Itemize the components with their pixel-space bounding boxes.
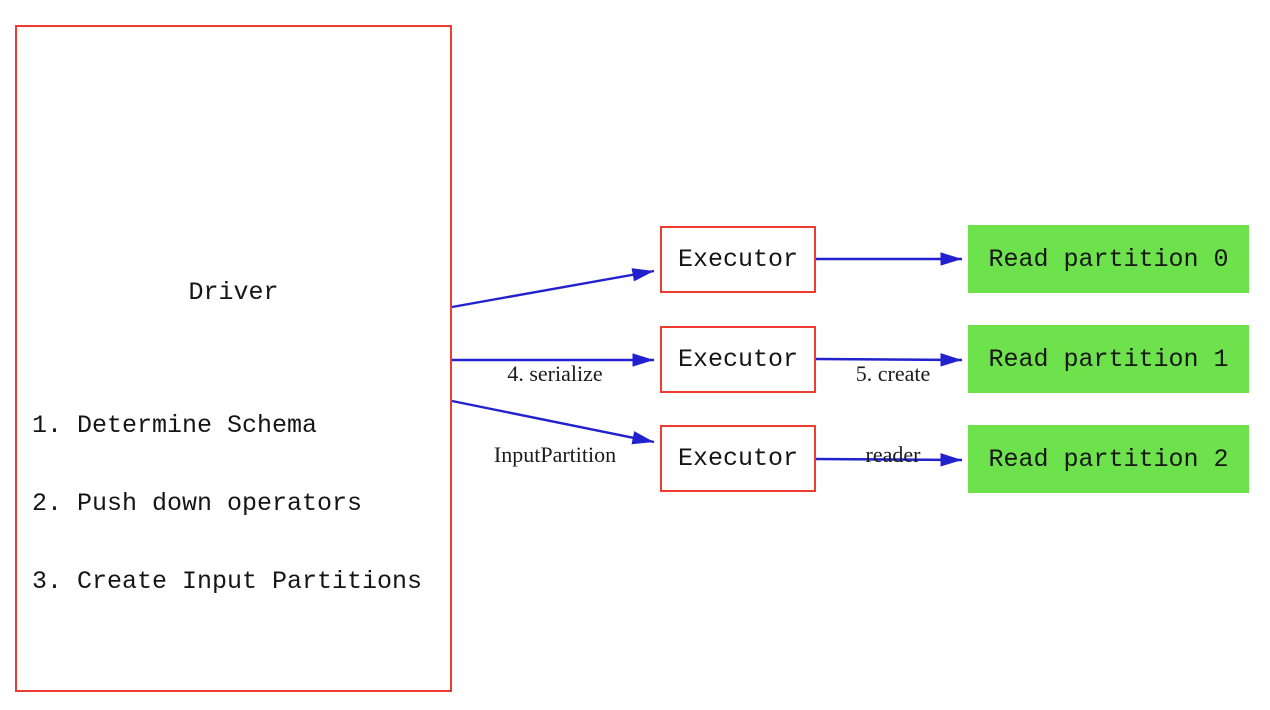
executor-label: Executor bbox=[677, 444, 799, 473]
driver-step-3: 3. Create Input Partitions bbox=[32, 567, 423, 596]
executor-box-1: Executor bbox=[660, 326, 816, 393]
executor-box-2: Executor bbox=[660, 425, 816, 492]
executor-label: Executor bbox=[677, 345, 799, 374]
driver-title: Driver bbox=[188, 278, 279, 307]
read-partition-box-0: Read partition 0 bbox=[968, 225, 1249, 293]
driver-step-2: 2. Push down operators bbox=[32, 489, 363, 518]
serialize-label-line2: InputPartition bbox=[493, 442, 617, 467]
driver-box: Driver 1. Determine Schema 2. Push down … bbox=[15, 25, 452, 692]
create-reader-label: 5. create reader bbox=[820, 306, 966, 522]
driver-steps: 1. Determine Schema 2. Push down operato… bbox=[32, 361, 422, 647]
serialize-label-line1: 4. serialize bbox=[507, 361, 603, 386]
read-partition-box-2: Read partition 2 bbox=[968, 425, 1249, 493]
driver-step-1: 1. Determine Schema bbox=[32, 411, 318, 440]
executor-label: Executor bbox=[677, 245, 799, 274]
read-partition-box-1: Read partition 1 bbox=[968, 325, 1249, 393]
executor-box-0: Executor bbox=[660, 226, 816, 293]
create-reader-label-line1: 5. create bbox=[855, 361, 931, 386]
read-partition-label: Read partition 1 bbox=[988, 344, 1229, 374]
read-partition-label: Read partition 2 bbox=[988, 444, 1229, 474]
serialize-inputpartition-label: 4. serialize InputPartition bbox=[455, 306, 655, 522]
arrow-driver-to-executor-0 bbox=[451, 268, 655, 309]
create-reader-label-line2: reader bbox=[865, 442, 921, 467]
read-partition-label: Read partition 0 bbox=[988, 244, 1229, 274]
